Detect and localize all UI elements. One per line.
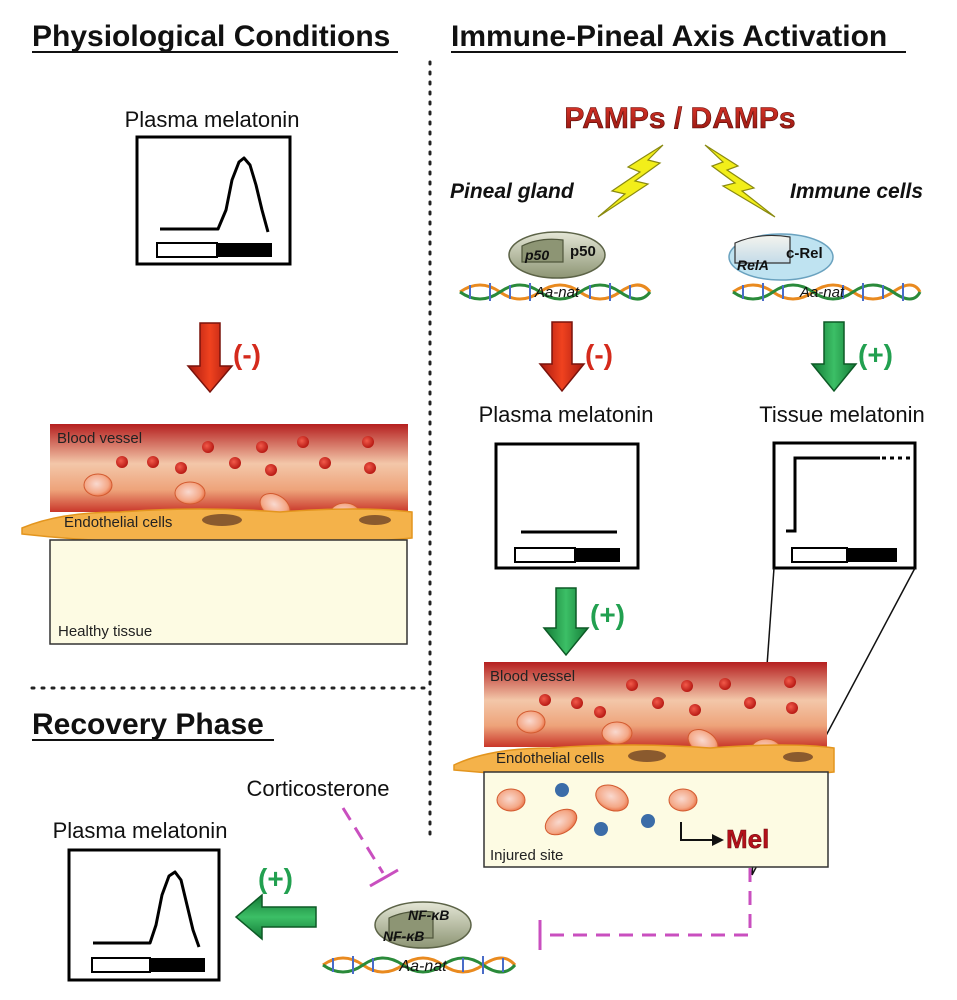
- phys-red-arrow: [186, 322, 234, 394]
- phys-effect-sign: (-): [233, 339, 261, 370]
- corticosterone-label: Corticosterone: [246, 776, 389, 801]
- pineal-gland-label: Pineal gland: [450, 180, 575, 203]
- nfkb-dimer: [374, 901, 472, 949]
- nfkb-top-label: NF-κB: [408, 907, 449, 923]
- crel-label: c-Rel: [786, 245, 823, 262]
- healthy-tissue-label: Healthy tissue: [58, 623, 152, 640]
- recovery-green-arrow: [234, 893, 317, 941]
- plasma-melatonin-recovery-label: Plasma melatonin: [53, 818, 228, 843]
- dna-pineal-icon: [459, 283, 652, 301]
- endothelial-layer-injury: [453, 744, 835, 779]
- p50-right-label: p50: [570, 243, 596, 260]
- p50-left-label: p50: [524, 247, 549, 263]
- aanat-pineal-label: Aa-nat: [534, 284, 580, 301]
- mel-inhibition-line: [538, 868, 752, 950]
- plasma-melatonin-phys-label: Plasma melatonin: [125, 107, 300, 132]
- endothelial-phys-label: Endothelial cells: [64, 514, 172, 531]
- blood-vessel-injury: [484, 662, 827, 762]
- lightning-right-icon: [704, 144, 776, 218]
- endothelial-injury-label: Endothelial cells: [496, 750, 604, 767]
- plasma-melatonin-recovery-chart: [67, 848, 221, 982]
- blood-vessel-injury-label: Blood vessel: [490, 668, 575, 685]
- plasma-melatonin-activation-label: Plasma melatonin: [479, 402, 654, 427]
- rela-crel-dimer: [728, 233, 834, 281]
- plasma-melatonin-activation-chart: [494, 442, 640, 570]
- immune-effect-sign: (+): [858, 339, 893, 370]
- blood-vessel-phys: [50, 424, 408, 526]
- mel-production-arrow: [680, 822, 724, 846]
- p50-dimer: [508, 231, 606, 279]
- nfkb-bottom-label: NF-κB: [383, 928, 424, 944]
- dna-recovery-icon: [322, 956, 517, 974]
- heading-immune-pineal: Immune-Pineal Axis Activation: [451, 20, 887, 53]
- blood-vessel-phys-label: Blood vessel: [57, 430, 142, 447]
- recovery-effect-sign: (+): [258, 863, 293, 894]
- dna-immune-icon: [732, 283, 922, 301]
- pamps-damps-label: PAMPs / DAMPs: [564, 102, 795, 135]
- pineal-effect-sign: (-): [585, 339, 613, 370]
- healthy-tissue-box: [49, 539, 408, 645]
- heading-recovery: Recovery Phase: [32, 708, 264, 741]
- injured-site-label: Injured site: [490, 847, 563, 864]
- immune-green-arrow: [810, 321, 858, 393]
- heading-physiological: Physiological Conditions: [32, 20, 390, 53]
- corticosterone-inhibition-line: [341, 807, 399, 888]
- immune-cells-label: Immune cells: [790, 180, 923, 203]
- pineal-red-arrow: [538, 321, 586, 393]
- tissue-melatonin-chart: [772, 441, 917, 570]
- tissue-melatonin-label: Tissue melatonin: [759, 402, 924, 427]
- plasma-to-vessel-effect-sign: (+): [590, 599, 625, 630]
- aanat-immune-label: Aa-nat: [799, 284, 845, 301]
- mel-label: Mel: [726, 824, 769, 854]
- rela-label: RelA: [737, 257, 769, 273]
- plasma-melatonin-phys-chart: [135, 135, 292, 266]
- injured-site-box: [483, 771, 829, 868]
- plasma-to-vessel-green-arrow: [542, 587, 590, 657]
- aanat-recovery-label: Aa-nat: [398, 958, 447, 975]
- lightning-left-icon: [597, 144, 664, 218]
